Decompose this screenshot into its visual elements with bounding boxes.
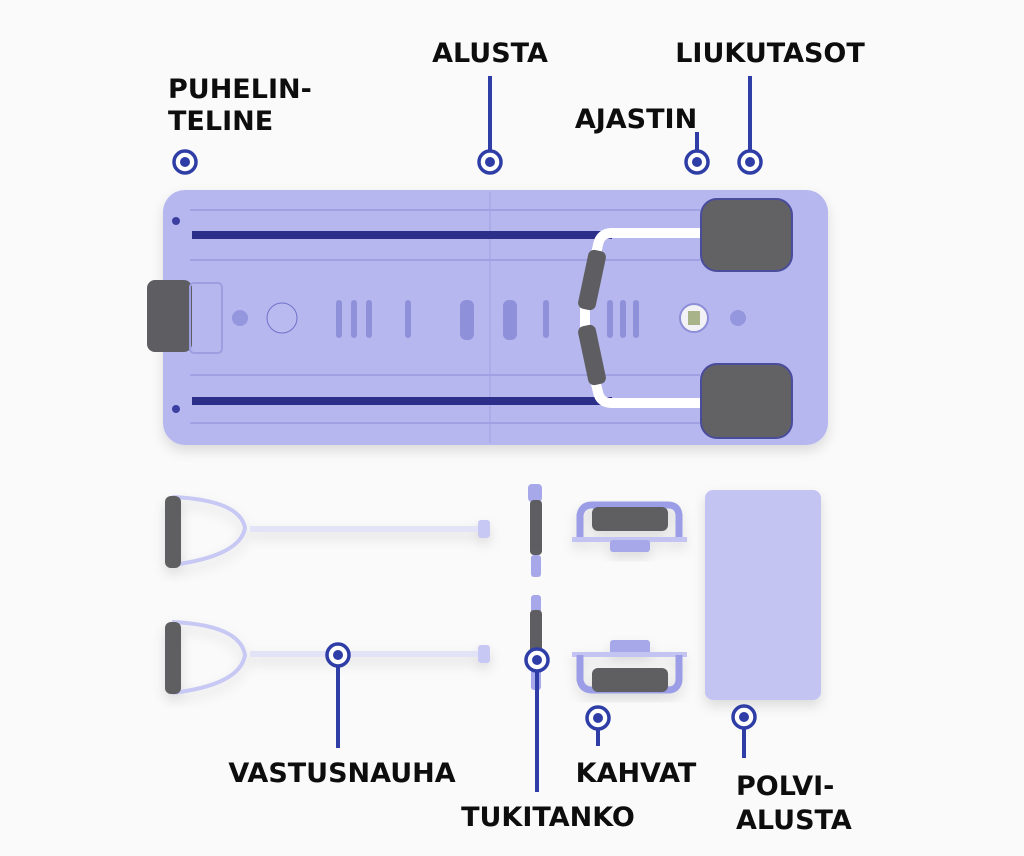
logo-emblem (266, 302, 298, 334)
marker-support-bar (524, 647, 550, 673)
base-board (147, 190, 828, 445)
knee-pad (705, 490, 821, 700)
label-knee-pad-line1: POLVI- (736, 771, 834, 802)
label-handles: KAHVAT (576, 758, 697, 789)
label-phone-holder-line1: PUHELIN- (168, 74, 312, 105)
frame-grip (578, 249, 606, 386)
label-timer: AJASTIN (575, 104, 697, 135)
label-sliders: LIUKUTASOT (675, 38, 865, 69)
resistance-band-top (165, 495, 490, 568)
marker-knee-pad (731, 704, 757, 730)
marker-sliders (737, 149, 763, 175)
label-knee-pad-line2: ALUSTA (736, 805, 852, 836)
label-support-bar: TUKITANKO (461, 802, 635, 833)
phone-holder (147, 280, 192, 352)
resistance-band-bottom (165, 620, 490, 695)
marker-handles (585, 705, 611, 731)
rail-slot-bottom (192, 397, 612, 405)
marker-resistance-band (325, 642, 351, 668)
push-up-handle-bottom (572, 640, 687, 694)
slider-pad-bottom (700, 363, 793, 439)
marker-phone-holder (172, 149, 198, 175)
push-up-handle-top (572, 501, 687, 552)
rail-slot-top (192, 231, 612, 239)
slider-pad-top (700, 198, 793, 272)
marker-base (477, 149, 503, 175)
marker-timer (684, 149, 710, 175)
label-base: ALUSTA (432, 38, 548, 69)
label-resistance-band: VASTUSNAUHA (228, 758, 455, 789)
label-phone-holder-line2: TELINE (168, 106, 273, 137)
